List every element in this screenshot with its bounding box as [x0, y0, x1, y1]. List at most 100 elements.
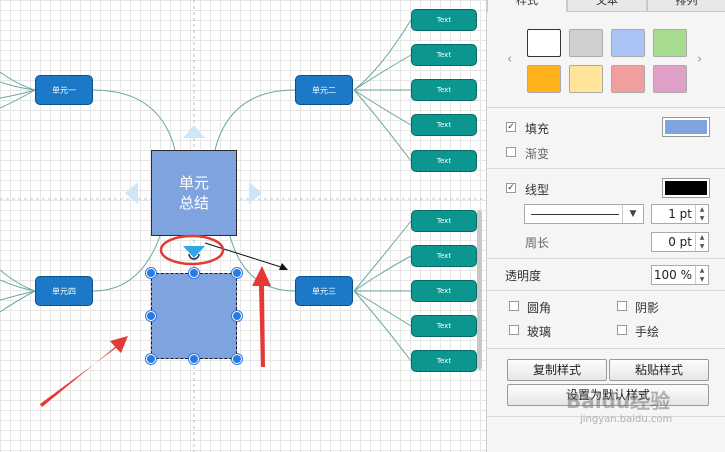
annotation-arrow-icon — [40, 336, 128, 407]
resize-handle-w[interactable] — [146, 311, 156, 321]
connector-left-bottom — [0, 279, 36, 292]
shadow-label: 阴影 — [635, 301, 660, 315]
rotate-handle-icon — [188, 253, 200, 260]
diagram-canvas[interactable]: 单元一 单元二 单元四 单元三 Text Text Text Text Text… — [0, 0, 486, 452]
connector-left-top — [0, 71, 36, 91]
canvas-scrollbar[interactable] — [477, 210, 482, 370]
node-leaf[interactable]: Text — [411, 245, 477, 267]
summary-line-2: 总结 — [178, 194, 209, 212]
spinner-arrows-icon[interactable]: ▲▼ — [695, 205, 708, 223]
style-swatch[interactable] — [611, 65, 645, 93]
opacity-label: 透明度 — [505, 269, 542, 283]
node-summary[interactable]: 单元 总结 — [151, 150, 237, 236]
rounded-checkbox[interactable] — [509, 301, 519, 311]
copy-style-button[interactable]: 复制样式 — [507, 359, 607, 381]
node-leaf[interactable]: Text — [411, 114, 477, 136]
style-swatch[interactable] — [527, 65, 561, 93]
spinner-arrows-icon[interactable]: ▲▼ — [695, 233, 708, 251]
style-swatch[interactable] — [653, 65, 687, 93]
gradient-checkbox[interactable] — [506, 147, 516, 157]
format-panel: 样式 文本 排列 ‹ › ✓ 填充 渐变 ✓ 线型 ▼ 1 pt ▲▼ 周长 0… — [486, 0, 725, 452]
connector-u2-leaf — [353, 19, 412, 91]
tab-style[interactable]: 样式 — [487, 0, 567, 12]
node-leaf[interactable]: Text — [411, 9, 477, 31]
connector-u3-leaf — [353, 290, 412, 327]
resize-handle-n[interactable] — [189, 268, 199, 278]
watermark-url: jingyan.baidu.com — [580, 414, 673, 425]
style-swatch[interactable] — [527, 29, 561, 57]
hover-arrow-left-icon — [125, 182, 138, 204]
node-unit-2[interactable]: 单元二 — [295, 75, 353, 105]
shadow-checkbox[interactable] — [617, 301, 627, 311]
watermark-logo: Baidu经验 — [566, 389, 671, 413]
node-leaf[interactable]: Text — [411, 315, 477, 337]
resize-handle-nw[interactable] — [146, 268, 156, 278]
annotation-circle — [159, 234, 225, 266]
spinner-arrows-icon[interactable]: ▲▼ — [695, 266, 708, 284]
rounded-label: 圆角 — [527, 301, 552, 315]
chevron-down-icon: ▼ — [622, 205, 643, 223]
connector-summary-u3 — [229, 235, 296, 292]
node-leaf[interactable]: Text — [411, 280, 477, 302]
connector-preview-arrowhead-icon — [279, 263, 288, 270]
resize-handle-se[interactable] — [232, 354, 242, 364]
gradient-label: 渐变 — [525, 147, 550, 161]
glass-checkbox[interactable] — [509, 325, 519, 335]
hover-arrow-right-icon — [249, 182, 262, 204]
perimeter-spinner[interactable]: 0 pt ▲▼ — [651, 232, 709, 252]
line-pattern-select[interactable]: ▼ — [524, 204, 644, 224]
line-width-spinner[interactable]: 1 pt ▲▼ — [651, 204, 709, 224]
node-unit-3[interactable]: 单元三 — [295, 276, 353, 306]
resize-handle-ne[interactable] — [232, 268, 242, 278]
tab-text[interactable]: 文本 — [567, 0, 647, 12]
connect-arrow-down-icon — [183, 246, 205, 258]
style-swatch[interactable] — [611, 29, 645, 57]
paste-style-button[interactable]: 粘贴样式 — [609, 359, 709, 381]
connector-left-top — [0, 89, 36, 99]
connector-u2-leaf — [353, 89, 412, 162]
style-swatch[interactable] — [569, 65, 603, 93]
connector-layer — [0, 0, 486, 452]
node-unit-1[interactable]: 单元一 — [35, 75, 93, 105]
connector-u3-leaf — [353, 290, 412, 362]
opacity-spinner[interactable]: 100 % ▲▼ — [651, 265, 709, 285]
sketch-checkbox[interactable] — [617, 325, 627, 335]
connector-u2-leaf — [353, 89, 412, 126]
fill-color-button[interactable] — [662, 117, 710, 137]
fill-checkbox[interactable]: ✓ — [506, 122, 516, 132]
node-unit-4[interactable]: 单元四 — [35, 276, 93, 306]
resize-handle-sw[interactable] — [146, 354, 156, 364]
connector-left-top — [0, 89, 36, 109]
node-leaf[interactable]: Text — [411, 150, 477, 172]
style-swatch[interactable] — [569, 29, 603, 57]
connector-left-bottom — [0, 269, 36, 292]
connector-summary-u2 — [214, 89, 296, 151]
resize-handle-e[interactable] — [232, 311, 242, 321]
set-default-style-button[interactable]: 设置为默认样式 — [507, 384, 709, 406]
annotation-arrow-icon — [252, 266, 271, 367]
divider — [487, 290, 725, 291]
annotation-layer — [40, 234, 288, 407]
resize-handle-s[interactable] — [189, 354, 199, 364]
connector-preview — [204, 242, 285, 269]
line-checkbox[interactable]: ✓ — [506, 183, 516, 193]
connector-left-top — [0, 81, 36, 91]
style-swatch[interactable] — [653, 29, 687, 57]
connector-u3-leaf — [353, 220, 412, 292]
node-leaf[interactable]: Text — [411, 44, 477, 66]
chevron-left-icon[interactable]: ‹ — [507, 52, 513, 67]
divider — [487, 168, 725, 169]
fill-label: 填充 — [525, 122, 550, 136]
node-leaf[interactable]: Text — [411, 350, 477, 372]
summary-line-1: 单元 — [178, 174, 209, 192]
connector-u3-leaf — [353, 255, 412, 292]
connector-left-bottom — [0, 290, 36, 301]
node-leaf[interactable]: Text — [411, 79, 477, 101]
line-color-button[interactable] — [662, 178, 710, 198]
chevron-right-icon[interactable]: › — [697, 52, 703, 67]
node-leaf[interactable]: Text — [411, 210, 477, 232]
hover-arrow-up-icon — [183, 125, 205, 138]
line-label: 线型 — [525, 183, 550, 197]
tab-arrange[interactable]: 排列 — [647, 0, 725, 12]
line-color-swatch — [665, 181, 707, 195]
